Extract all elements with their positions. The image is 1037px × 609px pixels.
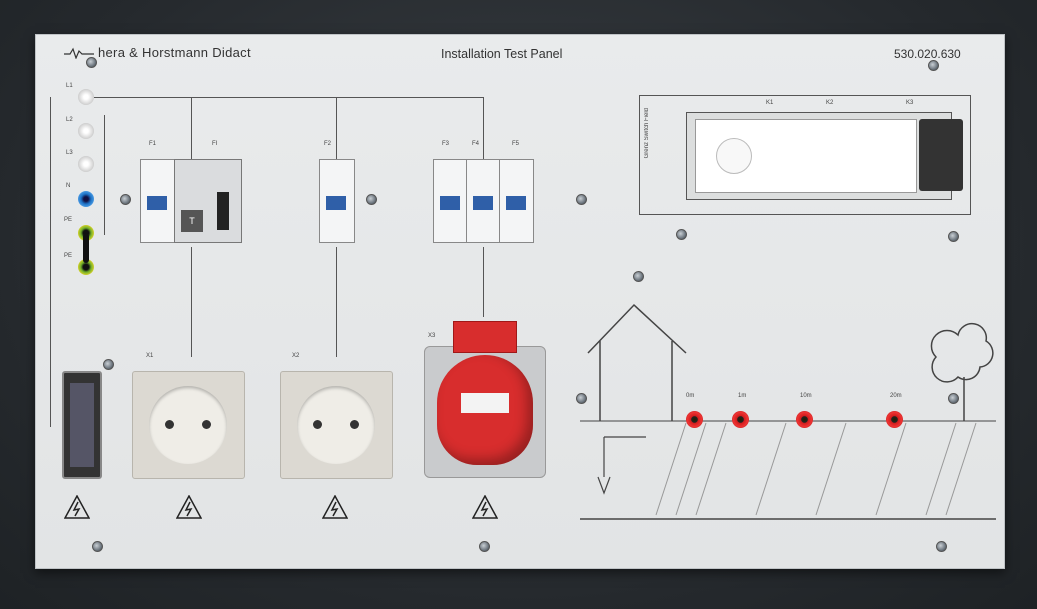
breaker-label-f3: F3: [442, 141, 450, 147]
indicator-lamp: [716, 138, 752, 174]
bus-wire: [94, 97, 484, 98]
outlet-pin-hole: [313, 420, 322, 429]
breaker-f4: [466, 159, 501, 243]
high-voltage-warning-icon: [472, 495, 498, 519]
pe-jumper-plug[interactable]: [83, 233, 89, 263]
outlet-pin-hole: [202, 420, 211, 429]
terminal-pe[interactable]: [78, 259, 94, 275]
breaker-f1: [140, 159, 176, 243]
earth-electrode-diagram: [580, 303, 996, 520]
terminal-l2[interactable]: [78, 123, 94, 139]
high-voltage-warning-icon: [176, 495, 202, 519]
outlet-pin-hole: [350, 420, 359, 429]
switch-field-label: Grenz Switch Field: [644, 108, 650, 159]
cee-socket-hinge: [453, 321, 517, 353]
breaker-label-f1: F1: [149, 141, 157, 147]
mounting-screw: [103, 359, 114, 370]
bus-wire: [104, 115, 105, 235]
breaker-toggle[interactable]: [147, 196, 167, 210]
breaker-toggle[interactable]: [506, 196, 526, 210]
breaker-toggle[interactable]: [440, 196, 460, 210]
terminal-label-l3: L3: [66, 150, 73, 156]
outlet-face: [149, 386, 227, 464]
terminal-l3[interactable]: [78, 156, 94, 172]
distance-label-0m: 0m: [686, 393, 695, 399]
breaker-toggle[interactable]: [473, 196, 493, 210]
breaker-f5: [499, 159, 534, 243]
earth-probe-socket-10m[interactable]: [796, 411, 813, 428]
breaker-label-f4: F4: [472, 141, 480, 147]
mounting-screw: [120, 194, 131, 205]
bus-wire: [336, 97, 337, 159]
mounting-screw: [479, 541, 490, 552]
brand-logo-icon: [64, 47, 94, 59]
earth-probe-socket-0m[interactable]: [686, 411, 703, 428]
terminal-label-pe: PE: [64, 217, 73, 223]
breaker-toggle[interactable]: [326, 196, 346, 210]
rcd-fi: T: [174, 159, 242, 243]
mounting-screw: [948, 231, 959, 242]
outlet-x1[interactable]: [132, 371, 245, 479]
earth-probe-socket-1m[interactable]: [732, 411, 749, 428]
cee-socket-label-plate: [461, 393, 509, 413]
terminal-l1[interactable]: [78, 89, 94, 105]
mounting-screw: [576, 393, 587, 404]
terminal-label-n: N: [66, 183, 71, 189]
breaker-f2: [319, 159, 355, 243]
distance-label-1m: 1m: [738, 393, 747, 399]
feeder-wire: [336, 247, 337, 357]
bus-wire: [483, 97, 484, 159]
outlet-label-x2: X2: [292, 353, 300, 359]
switch-field-frame: [686, 112, 963, 200]
switch-field-connector[interactable]: [919, 119, 963, 191]
terminal-label-pe: PE: [64, 253, 73, 259]
cee-socket-x3[interactable]: [424, 321, 546, 478]
terminal-label-l2: L2: [66, 117, 73, 123]
bus-wire: [191, 97, 192, 159]
mounting-screw: [576, 194, 587, 205]
feeder-wire: [483, 247, 484, 317]
high-voltage-warning-icon: [322, 495, 348, 519]
earth-probe-socket-20m[interactable]: [886, 411, 903, 428]
outlet-face: [297, 386, 375, 464]
switch-field-insert: [695, 119, 917, 193]
mounting-screw: [366, 194, 377, 205]
meter-screen: [70, 383, 94, 467]
outlet-label-x3: X3: [428, 333, 436, 339]
breaker-label-f2: F2: [324, 141, 332, 147]
distance-label-10m: 10m: [800, 393, 812, 399]
mounting-screw: [948, 393, 959, 404]
contact-label-k1: K1: [766, 100, 774, 106]
panel-title: Installation Test Panel: [441, 47, 563, 61]
mounting-screw: [633, 271, 644, 282]
rcd-toggle[interactable]: [217, 192, 229, 230]
terminal-label-l1: L1: [66, 83, 73, 89]
earth-meter-display: [62, 371, 102, 479]
model-number: 530.020.630: [894, 47, 961, 61]
mounting-screw: [676, 229, 687, 240]
mounting-screw: [928, 60, 939, 71]
contact-label-k3: K3: [906, 100, 914, 106]
cee-socket-cover[interactable]: [437, 355, 533, 465]
breaker-f3: [433, 159, 468, 243]
distance-label-20m: 20m: [890, 393, 902, 399]
mounting-screw: [92, 541, 103, 552]
pe-wire: [50, 97, 51, 427]
outlet-label-x1: X1: [146, 353, 154, 359]
brand-name: hera & Horstmann Didact: [98, 45, 251, 60]
feeder-wire: [191, 247, 192, 357]
mounting-screw: [936, 541, 947, 552]
switch-field: Grenz Switch Field K1 K2 K3: [639, 95, 971, 215]
breaker-label-f5: F5: [512, 141, 520, 147]
contact-label-k2: K2: [826, 100, 834, 106]
breaker-label-fi: FI: [212, 141, 218, 147]
high-voltage-warning-icon: [64, 495, 90, 519]
rcd-test-button[interactable]: T: [181, 210, 203, 232]
outlet-x2[interactable]: [280, 371, 393, 479]
mounting-screw: [86, 57, 97, 68]
outlet-pin-hole: [165, 420, 174, 429]
test-panel: hera & Horstmann Didact Installation Tes…: [35, 34, 1005, 569]
terminal-n[interactable]: [78, 191, 94, 207]
